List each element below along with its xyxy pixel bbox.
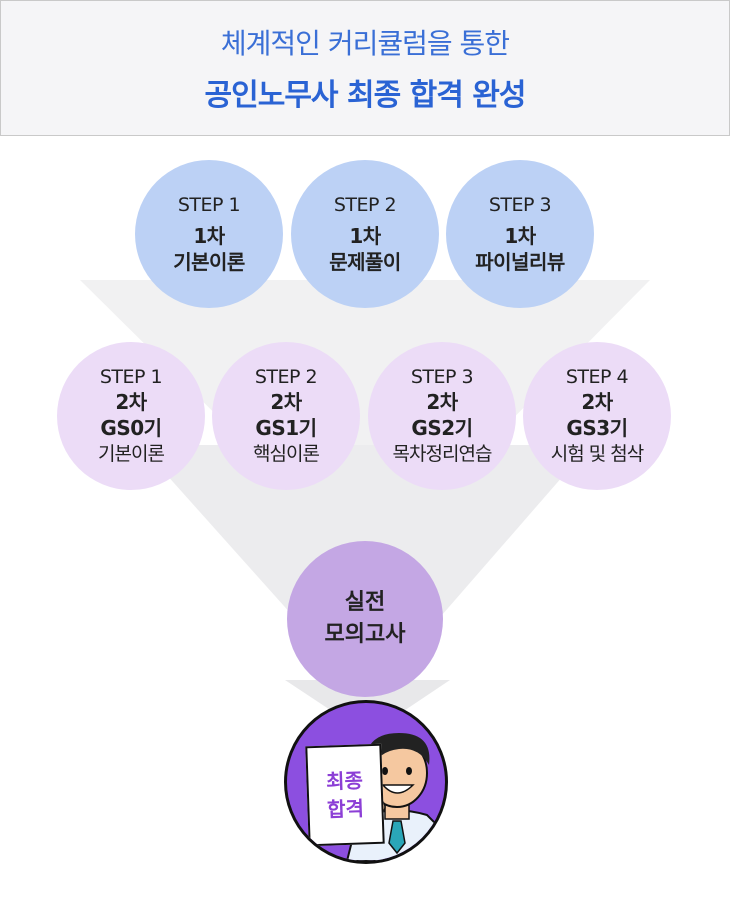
header-subtitle: 체계적인 커리큘럼을 통한 [220, 27, 510, 60]
course-code: GS1기 [255, 416, 317, 440]
stage2-step4-circle: STEP 4 2차 GS3기 시험 및 첨삭 [523, 342, 671, 490]
step-label: STEP 2 [333, 194, 397, 216]
header-title: 공인노무사 최종 합격 완성 [204, 78, 527, 113]
round-label: 2차 [270, 390, 302, 414]
step-label: STEP 3 [410, 366, 474, 388]
round-label: 2차 [115, 390, 147, 414]
stage2-step3-circle: STEP 3 2차 GS2기 목차정리연습 [368, 342, 516, 490]
round-label: 1차 [349, 224, 381, 248]
stage1-step2-circle: STEP 2 1차 문제풀이 [291, 160, 439, 308]
course-desc: 기본이론 [98, 443, 165, 465]
step-label: STEP 3 [488, 194, 552, 216]
course-code: GS3기 [566, 416, 628, 440]
course-code: GS0기 [100, 416, 162, 440]
stage2-step1-circle: STEP 1 2차 GS0기 기본이론 [57, 342, 205, 490]
step-label: STEP 1 [177, 194, 241, 216]
final-line2: 합격 [326, 796, 365, 822]
course-code: GS2기 [411, 416, 473, 440]
course-title: 파이널리뷰 [475, 250, 565, 274]
course-title: 기본이론 [173, 250, 245, 274]
course-desc: 핵심이론 [253, 443, 320, 465]
round-label: 1차 [504, 224, 536, 248]
round-label: 2차 [581, 390, 613, 414]
step-label: STEP 4 [565, 366, 629, 388]
round-label: 1차 [193, 224, 225, 248]
stage2-step2-circle: STEP 2 2차 GS1기 핵심이론 [212, 342, 360, 490]
course-title: 문제풀이 [329, 250, 401, 274]
step-label: STEP 2 [254, 366, 318, 388]
page-header: 체계적인 커리큘럼을 통한 공인노무사 최종 합격 완성 [0, 0, 730, 136]
course-desc: 목차정리연습 [392, 443, 493, 465]
stage1-step1-circle: STEP 1 1차 기본이론 [135, 160, 283, 308]
mock-exam-line2: 모의고사 [324, 622, 406, 647]
round-label: 2차 [426, 390, 458, 414]
final-line1: 최종 [325, 768, 364, 794]
step-label: STEP 1 [99, 366, 163, 388]
mock-exam-circle: 실전 모의고사 [287, 541, 443, 697]
mock-exam-line1: 실전 [344, 590, 386, 615]
stage1-step3-circle: STEP 3 1차 파이널리뷰 [446, 160, 594, 308]
final-pass-circle: 최종 합격 [284, 700, 448, 864]
result-board: 최종 합격 [305, 743, 385, 847]
course-desc: 시험 및 첨삭 [550, 443, 644, 465]
